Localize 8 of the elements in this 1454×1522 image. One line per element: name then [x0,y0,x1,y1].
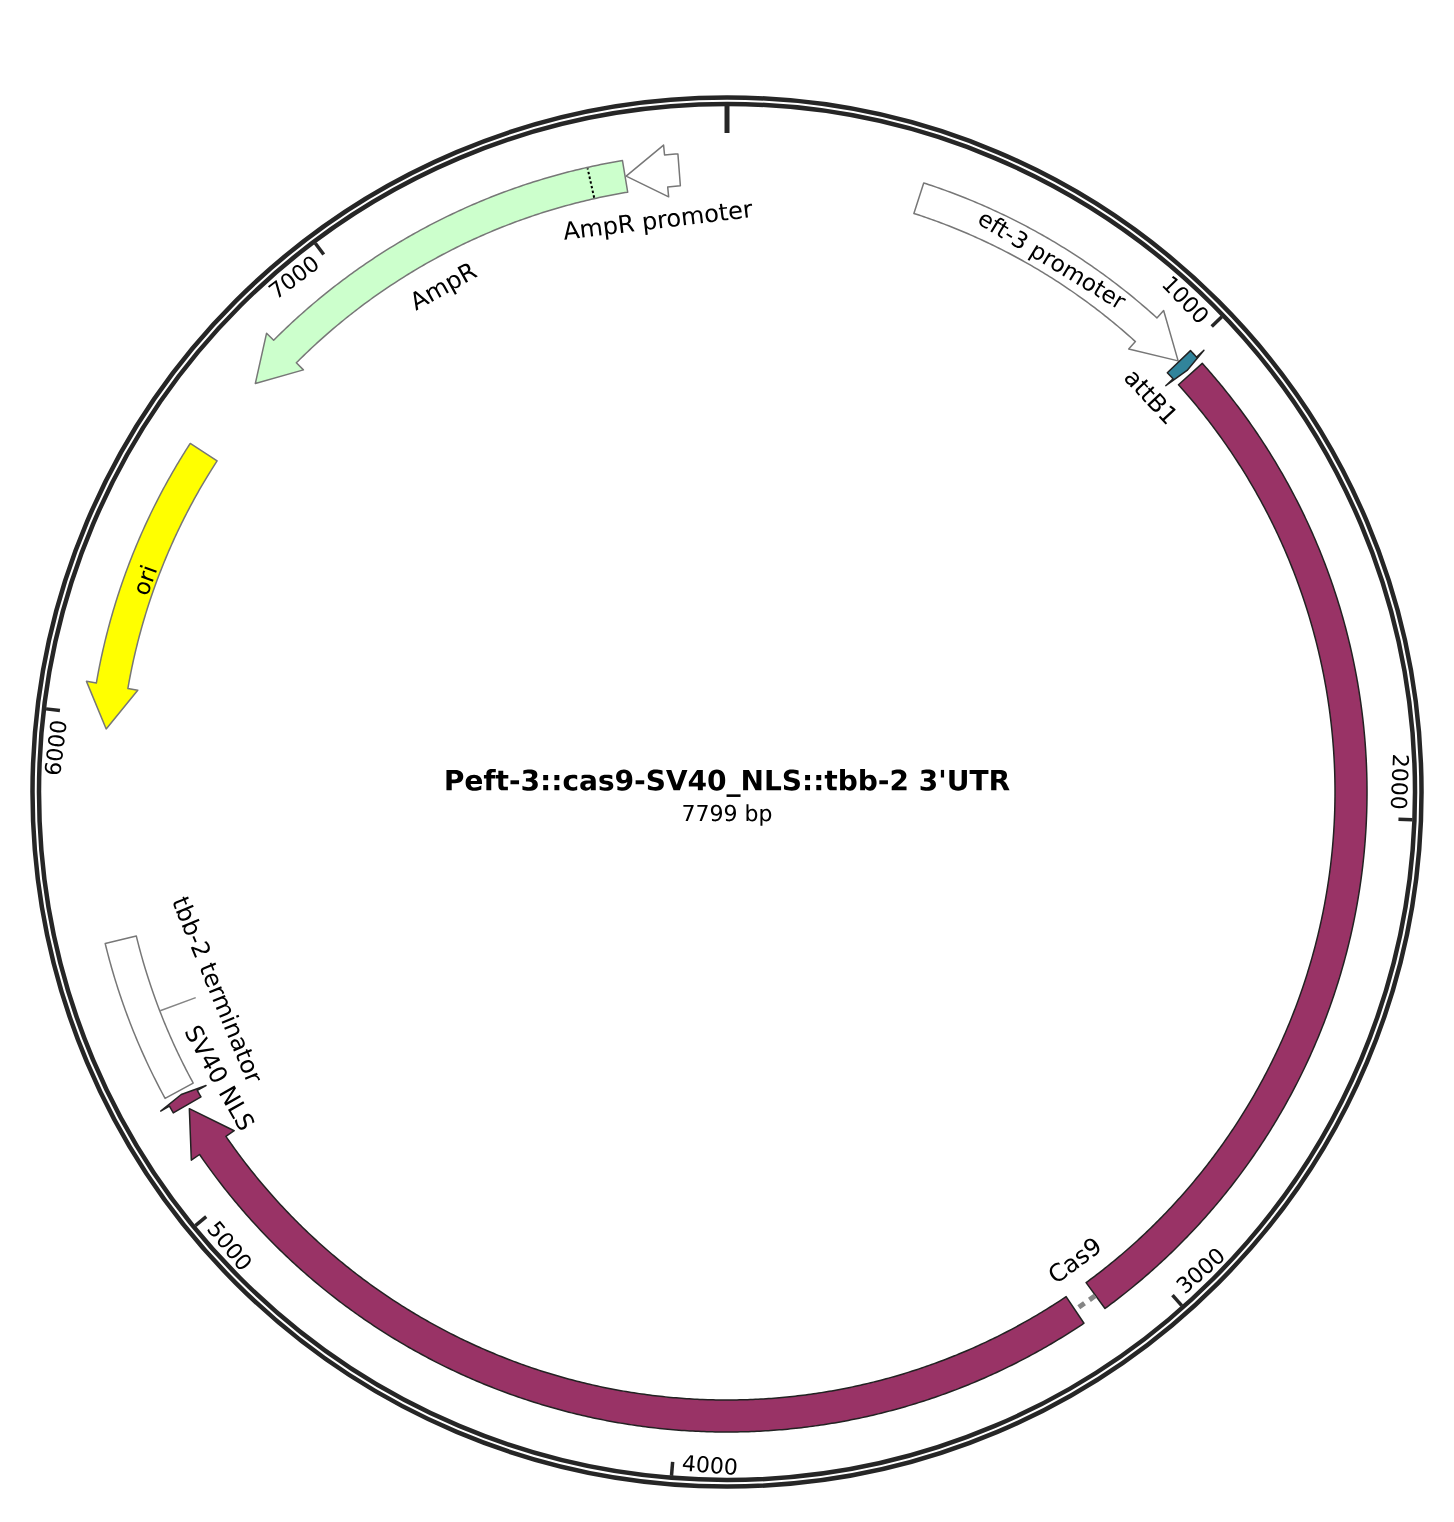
tick-label: 4000 [682,1455,737,1475]
leader-line [159,996,197,1012]
tick-label: 2000 [1390,755,1410,809]
tick-label: 6000 [44,721,67,775]
title: Peft-3::cas9-SV40_NLS::tbb-2 3'UTR [446,769,1010,797]
feature-label: AmpR promoter [564,203,753,240]
feature-arc: ori [85,442,218,730]
length-label: 7799 bp [683,804,772,826]
